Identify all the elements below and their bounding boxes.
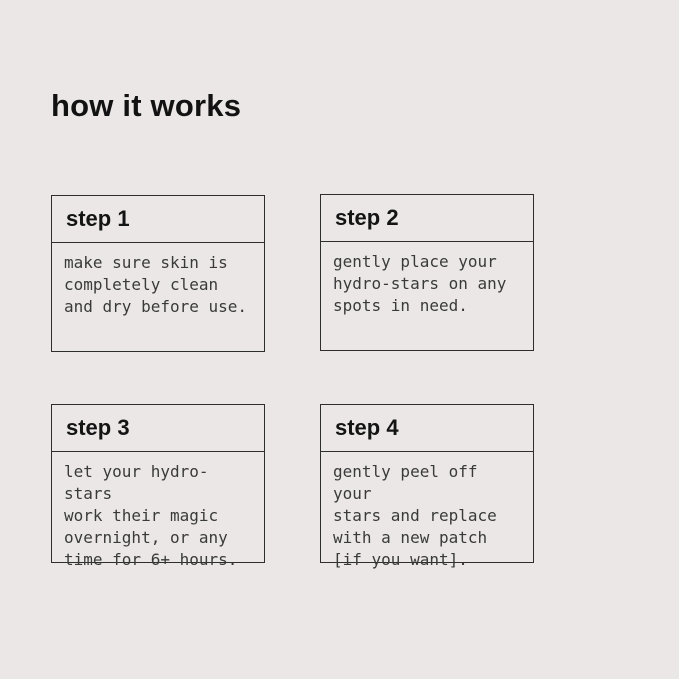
step-card-1: step 1 make sure skin is completely clea… bbox=[51, 195, 265, 352]
step-card-2-header: step 2 bbox=[321, 195, 533, 242]
step-card-4-header: step 4 bbox=[321, 405, 533, 452]
step-card-3: step 3 let your hydro-stars work their m… bbox=[51, 404, 265, 569]
step-card-1-header: step 1 bbox=[52, 196, 264, 243]
step-1-label: step 1 bbox=[66, 206, 130, 231]
step-2-label: step 2 bbox=[335, 205, 399, 230]
step-4-label: step 4 bbox=[335, 415, 399, 440]
step-card-4: step 4 gently peel off your stars and re… bbox=[320, 404, 534, 569]
step-card-2: step 2 gently place your hydro-stars on … bbox=[320, 194, 534, 351]
step-4-description: gently peel off your stars and replace w… bbox=[333, 462, 497, 569]
step-2-description: gently place your hydro-stars on any spo… bbox=[333, 252, 507, 315]
step-3-description: let your hydro-stars work their magic ov… bbox=[64, 462, 238, 569]
page-title: how it works bbox=[51, 87, 242, 123]
step-card-3-header: step 3 bbox=[52, 405, 264, 452]
step-1-description: make sure skin is completely clean and d… bbox=[64, 253, 248, 316]
step-3-label: step 3 bbox=[66, 415, 130, 440]
